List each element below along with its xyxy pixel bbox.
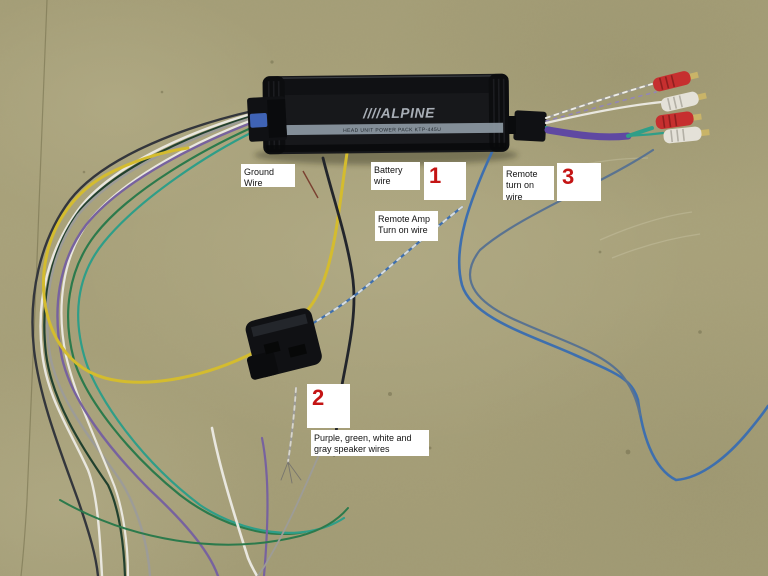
amp-top-face — [265, 76, 506, 96]
speaker-wire-purple — [260, 436, 269, 576]
bundle-wire-white-2 — [60, 116, 260, 576]
remote-amp-wire-white-twist — [309, 206, 463, 326]
marker-1-number: 1 — [429, 163, 442, 188]
rca-plug-red-2 — [655, 111, 702, 130]
bundle-wire-darkgreen — [43, 112, 261, 576]
marker-3-number: 3 — [562, 164, 575, 189]
connector-blue-tab — [249, 113, 268, 128]
harness-wire-teal-joint — [626, 126, 654, 138]
harness-wire-purple-sleeve — [544, 126, 632, 141]
amp-brand-logo: ////ALPINE — [362, 104, 435, 121]
bundle-wire-purple — [56, 118, 261, 576]
harness-wire-purple-twist — [545, 91, 657, 122]
amp-model-text: HEAD UNIT POWER PACK KTP-445U — [343, 127, 441, 134]
remote-amp-wire — [308, 205, 464, 327]
amp-top-highlight — [267, 75, 504, 79]
floor-stains — [82, 60, 702, 455]
right-harness-connector-tab — [508, 116, 516, 134]
bundle-wire-white-1 — [39, 110, 260, 576]
rca-plug-white-2 — [663, 126, 710, 144]
speaker-wire-white — [210, 426, 259, 576]
bundle-wire-gray — [45, 114, 260, 576]
amp-bottom-edge — [266, 142, 507, 153]
right-harness-connector — [513, 110, 547, 142]
remote-turn-on-wires — [457, 148, 768, 482]
speaker-wire-gray-arc — [257, 429, 331, 576]
harness-wire-white-twist — [545, 83, 653, 119]
marker-2-box: 2 — [307, 384, 350, 428]
label-remote-amp-turn-on-wire: Remote Amp Turn on wire — [375, 211, 438, 241]
rca-plug-white-1 — [660, 91, 707, 112]
rca-plug-red-1 — [653, 71, 699, 92]
harness-block — [245, 308, 322, 380]
marker-1-box: 1 — [424, 162, 466, 200]
remote-turn-on-wire-second — [468, 148, 655, 417]
amp-right-ridges — [492, 78, 506, 147]
label-ground-wire: Ground Wire — [241, 164, 295, 188]
label-speaker-wires: Purple, green, white and gray speaker wi… — [311, 430, 429, 456]
remote-turn-on-wire-main — [457, 150, 768, 482]
label-remote-turn-on-wire: Remote turn on wire — [503, 166, 554, 202]
bundle-wire-dark — [31, 108, 259, 576]
ground-pointer-wire — [302, 170, 319, 199]
right-harness — [508, 71, 710, 144]
speaker-wire-green-arc — [59, 499, 349, 546]
marker-3-box: 3 — [557, 163, 601, 201]
amp-stripe — [281, 122, 504, 136]
left-wire-bundle — [31, 108, 346, 576]
floor-crack — [20, 0, 48, 576]
label-battery-wire: Battery wire — [371, 162, 420, 190]
amplifier: ////ALPINE HEAD UNIT POWER PACK KTP-445U — [262, 73, 510, 155]
bottom-speaker-wires — [59, 426, 349, 576]
block-twisted-pair — [280, 386, 302, 484]
right-harness-wires — [544, 82, 665, 141]
harness-wire-white — [544, 100, 664, 125]
battery-wire-loop — [42, 146, 257, 384]
amp-left-connector — [247, 96, 288, 142]
marker-2-number: 2 — [312, 385, 325, 410]
